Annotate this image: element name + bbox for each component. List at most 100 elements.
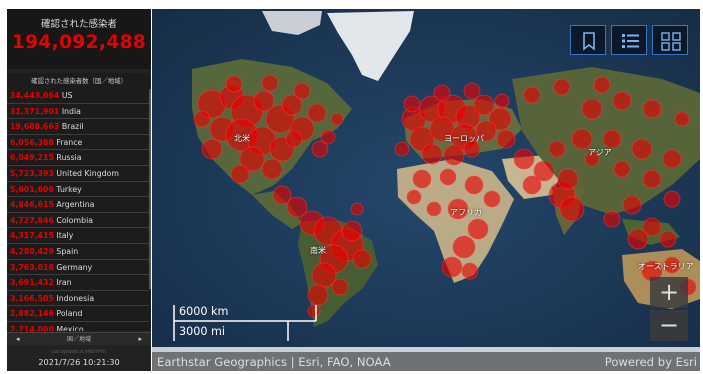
country-list-item[interactable]: 34,443,064 US bbox=[7, 88, 149, 104]
list-scrollbar[interactable] bbox=[149, 89, 151, 289]
country-list-item[interactable]: 4,846,615 Argentina bbox=[7, 197, 149, 213]
case-bubble[interactable] bbox=[642, 217, 662, 237]
case-bubble[interactable] bbox=[613, 160, 631, 178]
case-bubble[interactable] bbox=[627, 228, 649, 250]
case-bubble[interactable] bbox=[663, 256, 681, 274]
case-bubble[interactable] bbox=[659, 230, 677, 248]
case-bubble[interactable] bbox=[523, 86, 541, 104]
case-bubble[interactable] bbox=[584, 151, 600, 167]
country-list-item[interactable]: 2,882,146 Poland bbox=[7, 306, 149, 322]
case-bubble[interactable] bbox=[406, 189, 422, 205]
case-bubble[interactable] bbox=[483, 190, 501, 208]
case-bubble[interactable] bbox=[285, 130, 303, 148]
case-bubble[interactable] bbox=[674, 111, 690, 127]
case-bubble[interactable] bbox=[441, 256, 463, 278]
case-bubble[interactable] bbox=[341, 220, 363, 242]
case-bubble[interactable] bbox=[193, 110, 211, 128]
powered-by-esri-link[interactable]: Powered by Esri bbox=[604, 355, 697, 369]
case-bubble[interactable] bbox=[239, 146, 265, 172]
case-bubble[interactable] bbox=[293, 82, 311, 100]
country-list-item[interactable]: 6,049,215 Russia bbox=[7, 150, 149, 166]
case-bubble[interactable] bbox=[602, 129, 622, 149]
case-bubble[interactable] bbox=[642, 99, 662, 119]
country-list-item[interactable]: 6,056,388 France bbox=[7, 135, 149, 151]
case-bubble[interactable] bbox=[593, 76, 611, 94]
case-bubble[interactable] bbox=[662, 149, 682, 169]
case-bubble[interactable] bbox=[352, 249, 372, 269]
case-bubble[interactable] bbox=[463, 82, 481, 100]
case-bubble[interactable] bbox=[463, 140, 481, 158]
case-bubble[interactable] bbox=[548, 140, 566, 158]
case-bubble[interactable] bbox=[261, 158, 283, 180]
case-bubble[interactable] bbox=[461, 262, 479, 280]
case-bubble[interactable] bbox=[553, 78, 571, 96]
case-bubble[interactable] bbox=[320, 129, 336, 145]
case-bubble[interactable] bbox=[603, 210, 621, 228]
case-bubble[interactable] bbox=[522, 175, 542, 195]
basemap-gallery-button[interactable] bbox=[652, 25, 688, 55]
country-list-item[interactable]: 19,688,663 Brazil bbox=[7, 119, 149, 135]
case-bubble[interactable] bbox=[581, 98, 603, 120]
layer-list-button[interactable] bbox=[611, 25, 647, 55]
case-bubble[interactable] bbox=[311, 140, 329, 158]
case-bubble[interactable] bbox=[612, 91, 632, 111]
case-bubble[interactable] bbox=[452, 235, 476, 259]
case-bubble[interactable] bbox=[281, 94, 303, 116]
triangle-left-icon[interactable]: ◂ bbox=[16, 335, 20, 343]
case-bubble[interactable] bbox=[571, 128, 593, 150]
case-bubble[interactable] bbox=[467, 218, 489, 240]
case-bubble[interactable] bbox=[394, 141, 410, 157]
case-bubble[interactable] bbox=[464, 175, 484, 195]
case-bubble[interactable] bbox=[426, 201, 442, 217]
case-bubble[interactable] bbox=[663, 190, 681, 208]
case-bubbles[interactable] bbox=[193, 74, 697, 318]
case-bubble[interactable] bbox=[559, 196, 585, 222]
case-bubble[interactable] bbox=[443, 144, 465, 166]
case-bubble[interactable] bbox=[331, 278, 349, 296]
case-bubble[interactable] bbox=[622, 195, 642, 215]
case-bubble[interactable] bbox=[403, 95, 421, 113]
case-bubble[interactable] bbox=[201, 138, 223, 160]
case-bubble[interactable] bbox=[433, 84, 451, 102]
case-bubble[interactable] bbox=[412, 169, 432, 189]
case-bubble[interactable] bbox=[286, 196, 308, 218]
case-bubble[interactable] bbox=[533, 160, 555, 182]
case-bubble[interactable] bbox=[494, 93, 510, 109]
case-bubble[interactable] bbox=[447, 198, 469, 220]
case-bubble[interactable] bbox=[631, 138, 653, 160]
country-list-item[interactable]: 3,763,018 Germany bbox=[7, 260, 149, 276]
case-bubble[interactable] bbox=[311, 262, 337, 288]
case-bubble[interactable] bbox=[225, 75, 243, 93]
case-bubble[interactable] bbox=[439, 168, 457, 186]
case-bubble[interactable] bbox=[513, 148, 535, 170]
triangle-right-icon[interactable]: ▸ bbox=[138, 335, 142, 343]
case-bubble[interactable] bbox=[253, 90, 275, 112]
case-bubble[interactable] bbox=[307, 304, 321, 318]
case-bubble[interactable] bbox=[272, 185, 292, 205]
country-list-item[interactable]: 4,317,415 Italy bbox=[7, 228, 149, 244]
case-bubble[interactable] bbox=[473, 94, 495, 116]
country-list-item[interactable]: 31,371,901 India bbox=[7, 104, 149, 120]
country-list-item[interactable]: 3,691,432 Iran bbox=[7, 275, 149, 291]
case-bubble[interactable] bbox=[557, 168, 579, 190]
country-list-item[interactable]: 5,601,606 Turkey bbox=[7, 182, 149, 198]
country-list-item[interactable]: 2,714,000 Mexico bbox=[7, 322, 149, 331]
bookmarks-button[interactable] bbox=[570, 25, 606, 55]
case-bubble[interactable] bbox=[642, 169, 662, 189]
case-bubble[interactable] bbox=[307, 103, 327, 123]
zoom-out-button[interactable]: − bbox=[650, 310, 688, 341]
country-list-item[interactable]: 5,723,393 United Kingdom bbox=[7, 166, 149, 182]
zoom-in-button[interactable]: + bbox=[650, 277, 688, 308]
case-bubble[interactable] bbox=[330, 112, 344, 126]
case-bubble[interactable] bbox=[421, 143, 443, 165]
case-bubble[interactable] bbox=[475, 120, 497, 142]
case-bubble[interactable] bbox=[496, 129, 516, 149]
case-bubble[interactable] bbox=[307, 284, 329, 306]
case-bubble[interactable] bbox=[230, 164, 250, 184]
case-bubble[interactable] bbox=[350, 202, 364, 216]
country-list-item[interactable]: 4,727,846 Colombia bbox=[7, 213, 149, 229]
world-map[interactable]: 北米 ヨーロッパ アジア アフリカ 南米 オーストラリア + − bbox=[152, 9, 700, 371]
case-bubble[interactable] bbox=[261, 74, 279, 92]
country-list-item[interactable]: 3,166,505 Indonesia bbox=[7, 291, 149, 307]
